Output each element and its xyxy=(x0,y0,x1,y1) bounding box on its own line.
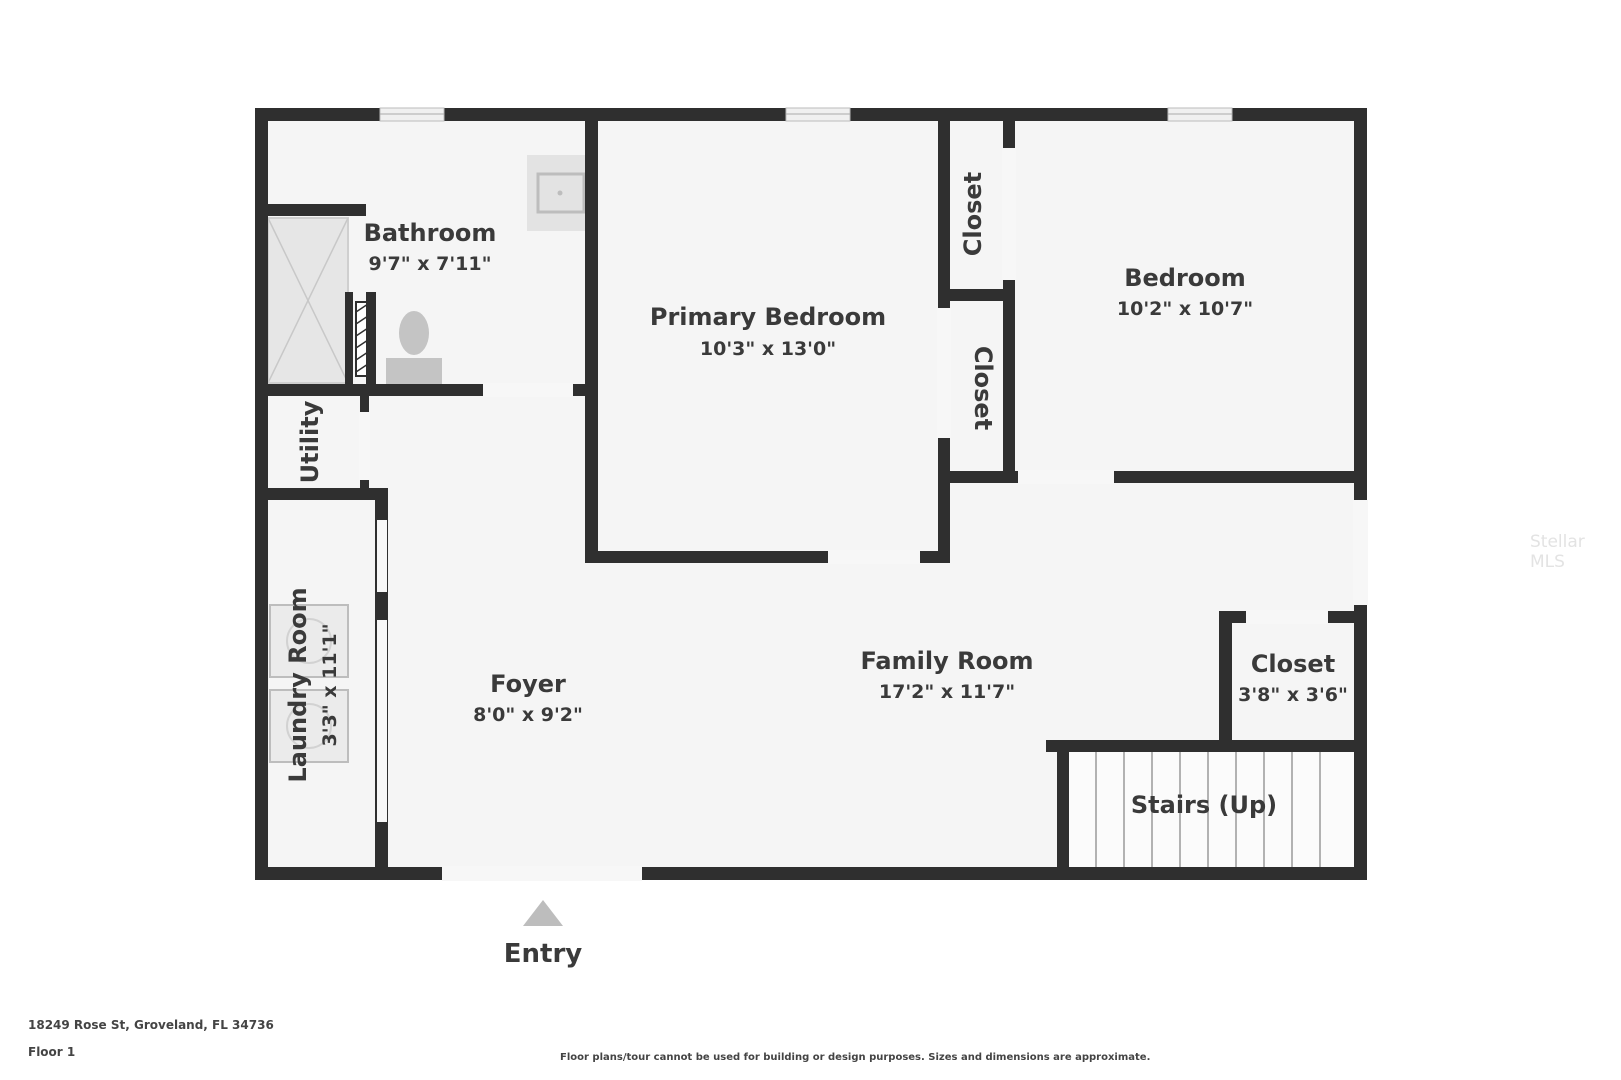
laundry-room-dims: 3'3" x 11'1" xyxy=(319,623,341,746)
entry-arrow-icon xyxy=(523,900,563,926)
shower-fixture xyxy=(267,217,349,384)
address-text: 18249 Rose St, Groveland, FL 34736 xyxy=(28,1018,274,1032)
foyer-dims: 8'0" x 9'2" xyxy=(473,704,583,726)
laundry-room-name: Laundry Room xyxy=(284,587,312,782)
family-room-dims: 17'2" x 11'7" xyxy=(879,681,1015,703)
stair-treads xyxy=(1068,752,1356,870)
washer-dryer-fixture xyxy=(269,604,349,763)
family-room-name: Family Room xyxy=(860,647,1033,675)
entry-label: Entry xyxy=(504,939,583,969)
stairs-name: Stairs (Up) xyxy=(1131,791,1277,819)
closet-top-name: Closet xyxy=(959,172,987,256)
floor-label: Floor 1 xyxy=(28,1045,76,1059)
primary-bedroom-dims: 10'3" x 13'0" xyxy=(700,338,836,360)
doorways xyxy=(359,148,1368,881)
foyer-name: Foyer xyxy=(490,670,566,698)
bathroom-dims: 9'7" x 7'11" xyxy=(368,253,491,275)
bathroom-name: Bathroom xyxy=(364,219,497,247)
bedroom-name: Bedroom xyxy=(1124,264,1246,292)
bedroom-dims: 10'2" x 10'7" xyxy=(1117,298,1253,320)
closet-mid-name: Closet xyxy=(969,346,997,430)
closet-small-dims: 3'8" x 3'6" xyxy=(1238,684,1348,706)
closet-small-name: Closet xyxy=(1251,650,1335,678)
sink-fixture xyxy=(527,155,587,231)
disclaimer-text: Floor plans/tour cannot be used for buil… xyxy=(560,1052,1151,1063)
utility-name: Utility xyxy=(296,400,324,483)
primary-bedroom-name: Primary Bedroom xyxy=(650,303,886,331)
watermark: Stellar MLS xyxy=(1530,532,1585,572)
toilet-fixture xyxy=(386,311,442,384)
